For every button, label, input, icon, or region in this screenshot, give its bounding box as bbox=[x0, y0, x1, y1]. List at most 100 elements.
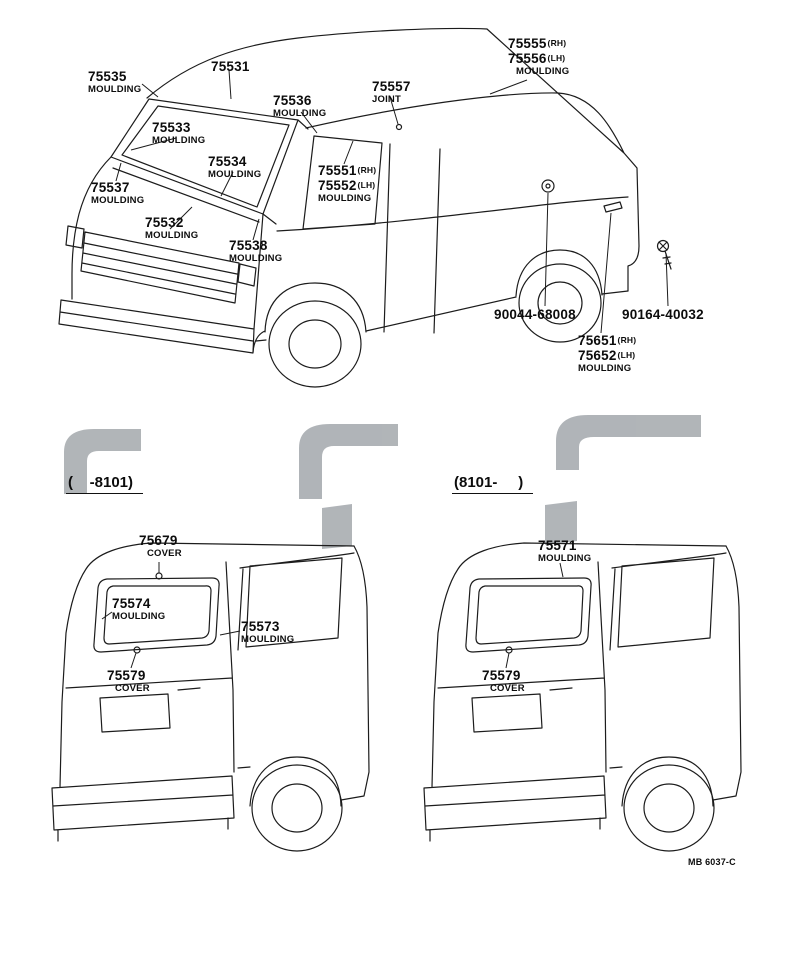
part-number: 75679 bbox=[139, 533, 178, 548]
part-label-75538: 75538 MOULDING bbox=[229, 238, 283, 264]
part-label-75533: 75533 MOULDING bbox=[152, 120, 206, 146]
part-name: MOULDING bbox=[578, 362, 632, 374]
van-body-outline bbox=[71, 27, 640, 330]
side-indicator: (RH) bbox=[547, 38, 567, 48]
part-number: 75652 bbox=[578, 347, 617, 363]
van-rear-right-drawing bbox=[423, 542, 742, 852]
part-label-75555-75556: 75555(RH) 75556(LH) MOULDING bbox=[508, 36, 570, 77]
part-label-75537: 75537 MOULDING bbox=[91, 180, 145, 206]
part-number: 75552 bbox=[318, 177, 357, 193]
section-caption-late-model: (8101- ) bbox=[452, 474, 534, 494]
part-number-line: 75551(RH) bbox=[318, 163, 377, 179]
part-label-75532: 75532 MOULDING bbox=[145, 215, 199, 241]
part-number: 75532 bbox=[145, 215, 184, 230]
part-number-line: 75555(RH) bbox=[508, 36, 569, 52]
part-number: 75535 bbox=[88, 69, 127, 84]
part-name: MOULDING bbox=[88, 83, 142, 95]
watermark-shape bbox=[322, 504, 352, 549]
part-number: 75534 bbox=[208, 154, 247, 169]
part-name: MOULDING bbox=[152, 134, 206, 146]
part-label-75535: 75535 MOULDING bbox=[88, 69, 142, 95]
part-number: 75536 bbox=[273, 93, 312, 108]
part-name: COVER bbox=[115, 682, 150, 694]
leader-lines-top bbox=[115, 69, 669, 334]
grommet-fastener bbox=[541, 179, 555, 193]
part-label-75531: 75531 bbox=[211, 59, 250, 75]
part-name: MOULDING bbox=[273, 107, 327, 119]
part-name: MOULDING bbox=[145, 229, 199, 241]
rear-van-instance bbox=[423, 542, 742, 852]
part-number: 75574 bbox=[112, 596, 151, 611]
wheel-arches bbox=[264, 249, 603, 333]
grommet-fastener-center bbox=[545, 183, 551, 189]
side-indicator: (LH) bbox=[617, 349, 636, 360]
side-details bbox=[252, 119, 629, 353]
part-name: COVER bbox=[147, 547, 182, 559]
front-wheel-hub bbox=[288, 319, 342, 369]
part-number-line: 75556(LH) bbox=[508, 50, 569, 67]
part-label-75579-right: 75579 COVER bbox=[482, 668, 525, 694]
part-number: 75537 bbox=[91, 180, 130, 195]
part-label-75651-75652: 75651(RH) 75652(LH) MOULDING bbox=[578, 333, 637, 374]
part-name: MOULDING bbox=[318, 192, 372, 204]
part-number-line: 75652(LH) bbox=[578, 347, 636, 364]
side-indicator: (LH) bbox=[547, 52, 566, 63]
front-face bbox=[58, 225, 257, 354]
part-name: COVER bbox=[490, 682, 525, 694]
part-number-line: 75552(LH) bbox=[318, 177, 376, 194]
screw-slot bbox=[658, 241, 672, 270]
part-number: 75579 bbox=[107, 668, 146, 683]
part-number: 75573 bbox=[241, 619, 280, 634]
part-label-75557: 75557 JOINT bbox=[372, 79, 411, 105]
part-label-90164-40032: 90164-40032 bbox=[622, 307, 704, 323]
part-label-75574: 75574 MOULDING bbox=[112, 596, 165, 622]
side-indicator: (RH) bbox=[617, 335, 637, 345]
part-number: 75538 bbox=[229, 238, 268, 253]
part-number: 75571 bbox=[538, 538, 577, 553]
part-label-75579-left: 75579 COVER bbox=[107, 668, 150, 694]
screw-head bbox=[656, 239, 670, 253]
moulding-clip bbox=[603, 201, 623, 213]
part-number: 75557 bbox=[372, 79, 411, 94]
rear-wheel bbox=[518, 263, 602, 343]
cover-clip-bottom bbox=[133, 646, 141, 654]
part-name: MOULDING bbox=[208, 168, 262, 180]
section-caption-early-model: ( -8101) bbox=[66, 474, 144, 494]
part-number: 75651 bbox=[578, 333, 617, 348]
part-label-75573: 75573 MOULDING bbox=[241, 619, 294, 645]
watermark-shape bbox=[299, 424, 398, 499]
part-number: 75579 bbox=[482, 668, 521, 683]
part-label-90044-68008: 90044-68008 bbox=[494, 307, 576, 323]
side-indicator: (LH) bbox=[357, 179, 376, 190]
screw-fastener bbox=[656, 239, 672, 270]
part-name: JOINT bbox=[372, 93, 401, 105]
part-label-75534: 75534 MOULDING bbox=[208, 154, 262, 180]
watermark-shape bbox=[545, 501, 577, 545]
part-number-line: 75651(RH) bbox=[578, 333, 637, 349]
part-number: 90044-68008 bbox=[494, 307, 576, 322]
leader-lines-bottom-left bbox=[101, 562, 241, 669]
part-label-75536: 75536 MOULDING bbox=[273, 93, 327, 119]
part-number: 75555 bbox=[508, 36, 547, 51]
part-name: MOULDING bbox=[91, 194, 145, 206]
drawing-code: MB 6037-C bbox=[688, 857, 736, 867]
joint-point bbox=[395, 123, 403, 131]
watermark bbox=[64, 415, 701, 549]
part-label-75571: 75571 MOULDING bbox=[538, 538, 592, 564]
part-name: MOULDING bbox=[516, 65, 570, 77]
part-name: MOULDING bbox=[229, 252, 283, 264]
part-number: 90164-40032 bbox=[622, 307, 704, 322]
rear-wheel-hub bbox=[537, 281, 583, 325]
part-label-75679: 75679 COVER bbox=[139, 533, 182, 559]
part-label-75551-75552: 75551(RH) 75552(LH) MOULDING bbox=[318, 163, 377, 204]
part-number: 75551 bbox=[318, 163, 357, 178]
part-number: 75556 bbox=[508, 50, 547, 66]
part-number: 75531 bbox=[211, 59, 250, 74]
rear-van-instance bbox=[51, 542, 370, 852]
side-indicator: (RH) bbox=[357, 165, 377, 175]
part-name: MOULDING bbox=[538, 552, 592, 564]
watermark-shape bbox=[64, 429, 141, 494]
part-number: 75533 bbox=[152, 120, 191, 135]
